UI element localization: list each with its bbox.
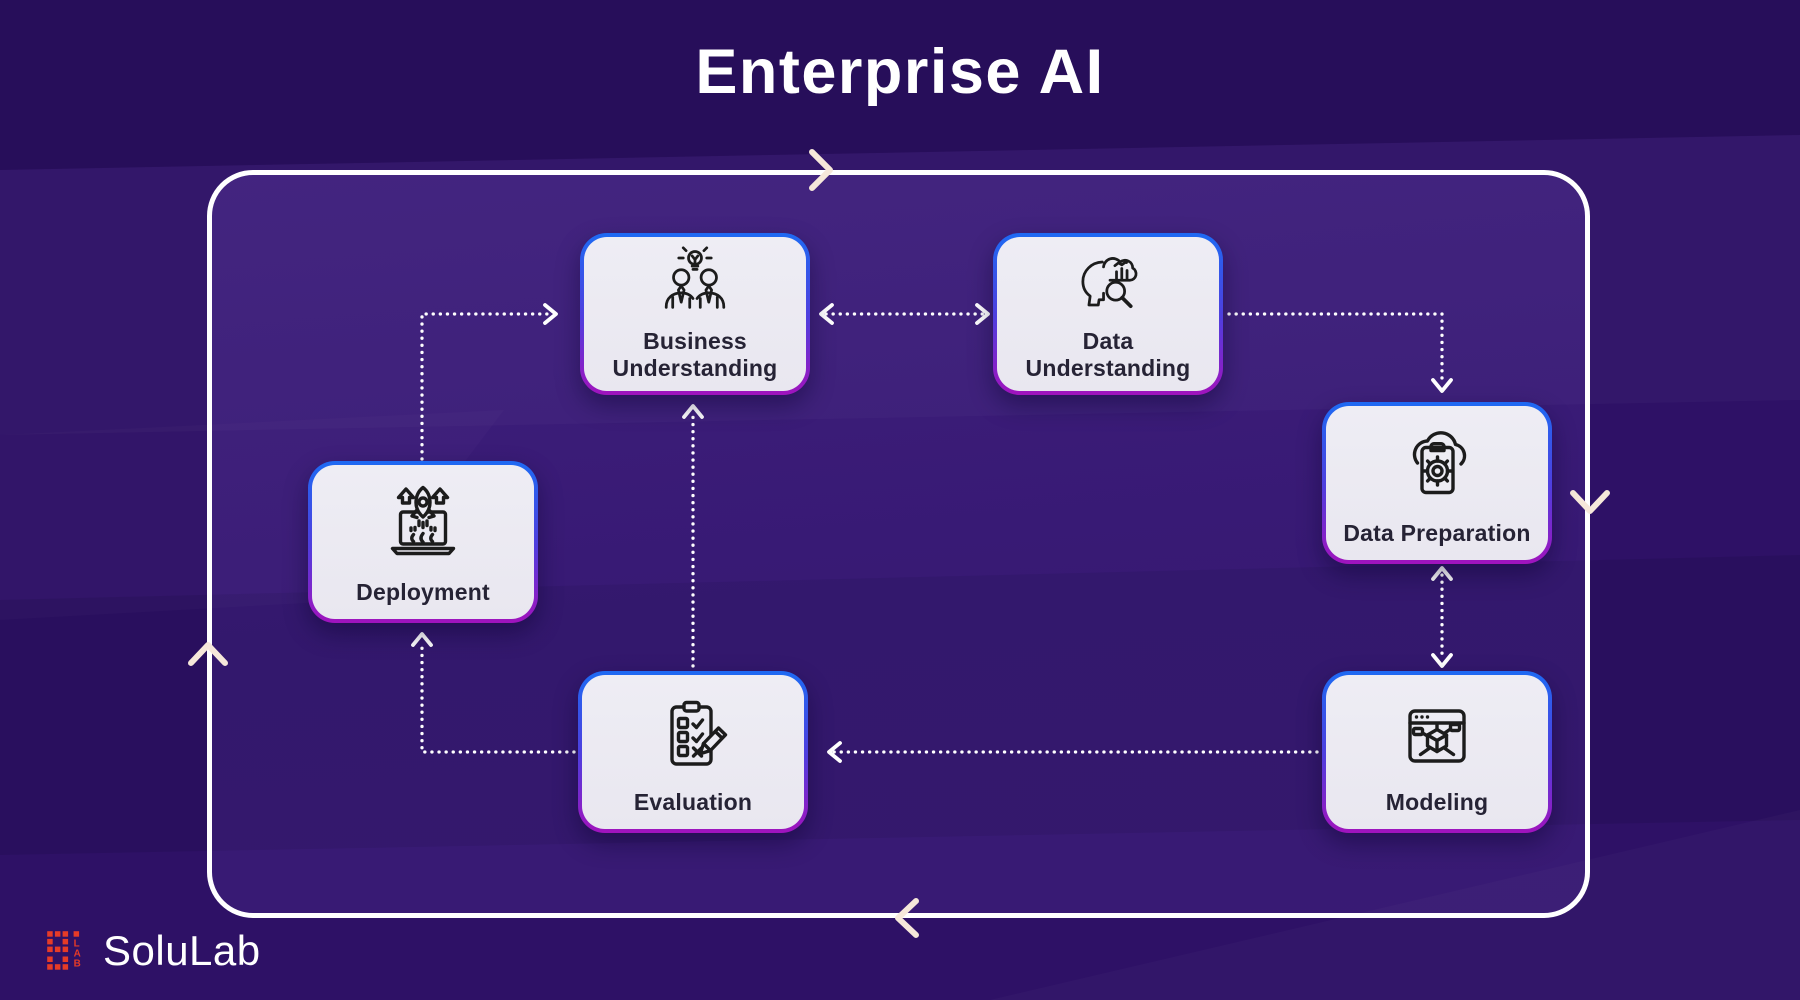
connector-preparation-modeling-two-way — [1431, 566, 1453, 668]
loop-chevron-up-icon — [188, 642, 228, 666]
page-title: Enterprise AI — [695, 37, 1105, 107]
lab-letter: A — [74, 949, 81, 960]
node-label: Data Understanding — [1025, 327, 1191, 382]
connector-data-to-preparation — [1227, 312, 1453, 393]
connector-evaluation-to-deployment — [411, 632, 576, 754]
connector-deployment-to-business — [420, 303, 558, 461]
arrowhead-right-icon — [543, 303, 558, 325]
checklist-pencil-icon — [670, 700, 728, 766]
node-label: Evaluation — [633, 788, 753, 815]
lab-letter: L — [74, 939, 80, 950]
node-label: Deployment — [356, 578, 490, 605]
arrowhead-down-icon — [1431, 653, 1453, 668]
node-deployment: Deployment — [308, 461, 538, 623]
node-label: Data Preparation — [1343, 519, 1531, 546]
window-cube-network-icon — [1408, 709, 1466, 763]
connector-modeling-to-evaluation — [827, 741, 1319, 763]
laptop-rocket-launch-icon — [390, 485, 456, 555]
arrowhead-down-icon — [1431, 378, 1453, 393]
node-label: Business Understanding — [612, 327, 778, 382]
node-modeling: Modeling — [1322, 671, 1552, 833]
loop-chevron-left-icon — [895, 898, 919, 938]
arrowhead-left-icon — [819, 303, 834, 325]
arrowhead-up-icon — [682, 404, 704, 419]
team-idea-icon — [664, 246, 726, 309]
connector-evaluation-to-business — [682, 404, 704, 668]
arrowhead-right-icon — [975, 303, 990, 325]
node-business-understanding: Business Understanding — [580, 233, 810, 395]
arrowhead-left-icon — [827, 741, 842, 763]
solulab-logo: L A B SoluLab — [45, 927, 261, 975]
head-analysis-magnifier-icon — [1081, 257, 1138, 309]
solulab-mark-icon: L A B — [47, 931, 81, 970]
node-data-preparation: Data Preparation — [1322, 402, 1552, 564]
loop-chevron-down-icon — [1570, 490, 1610, 514]
lab-letter: B — [74, 958, 81, 969]
logo-text: SoluLab — [103, 927, 261, 974]
cloud-clipboard-gear-icon — [1412, 430, 1467, 494]
connector-business-data-two-way — [819, 303, 990, 325]
arrowhead-up-icon — [411, 632, 433, 647]
arrowhead-up-icon — [1431, 566, 1453, 581]
loop-chevron-right-icon — [809, 149, 833, 191]
node-label: Modeling — [1385, 788, 1489, 815]
node-evaluation: Evaluation — [578, 671, 808, 833]
node-data-understanding: Data Understanding — [993, 233, 1223, 395]
